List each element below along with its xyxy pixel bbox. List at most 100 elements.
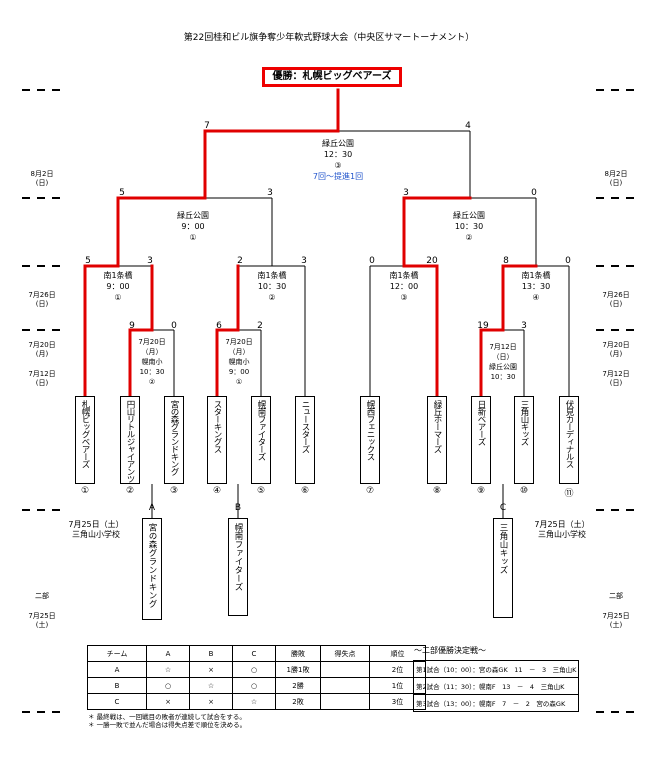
team-no-11: ⑪ [564,489,574,499]
day-label: (土) [609,621,623,629]
table-cell: 第3試合（13：00）：幌南F 7 － 2 宮の森GK [412,694,580,712]
div2-venue-left: 7月25日（土） 三角山小学校 [56,520,136,540]
semi-left-venue: 緑丘公園 [177,211,209,220]
r1c-info: 7月12日 （日） 緑丘公園 10：30 [481,342,525,382]
date-label: 7月20日 [28,341,56,349]
semi-right-no: ② [465,233,473,242]
qf1-venue: 南1条橋 [103,271,133,280]
r1c-day: （日） [492,353,514,361]
div2-date-right-side: 7月25日(土) [596,612,636,630]
team-no-1: ① [80,486,90,496]
date-label: 8月2日 [604,170,628,178]
div2-label-right: 二部 [609,592,623,600]
team-no-6: ⑥ [300,486,310,496]
date-label: 7月25日 [602,612,630,620]
th-a: A [146,645,190,662]
date-left-final: 8月2日(日) [22,170,62,188]
qf3-info: 南1条橋 12：00 ③ [378,270,430,303]
table-cell: C [87,693,147,710]
team-no-2: ② [125,486,135,496]
div2-place-right: 三角山小学校 [538,530,586,539]
team-no-4: ④ [212,486,222,496]
qf3-venue: 南1条橋 [389,271,419,280]
r1a-score-left: 9 [129,321,135,331]
qf4-score-right: 0 [565,256,571,266]
team-box-1: 札幌ビッグベアーズ [75,396,95,484]
r1a-venue: 幌南小 [141,358,163,366]
r1c-score-left: 19 [477,321,489,331]
final-score-right: 4 [465,121,471,131]
team-box-8: 緑丘ホーマーズ [427,396,447,484]
champion-box: 優勝：札幌ビッグベアーズ [262,67,402,87]
th-diff: 得失点 [320,645,370,662]
table-row: 第2試合（11：30）：幌南F 13 － 4 三角山K [412,677,580,695]
div2-label-left: 二部 [35,592,49,600]
th-team: チーム [87,645,147,662]
final-no: ③ [334,161,342,170]
div2-venue-right: 7月25日（土） 三角山小学校 [522,520,602,540]
page-title: 第22回桂和ビル旗争奪少年軟式野球大会（中央区サマートーナメント） [183,33,475,43]
r1c-score-right: 3 [521,321,527,331]
team-no-8: ⑧ [432,486,442,496]
qf1-score-right: 3 [147,256,153,266]
team-no-3: ③ [169,486,179,496]
div2-team-c: 三角山キッズ [493,518,513,618]
date-label: 7月25日 [28,612,56,620]
div2-label-a: A [148,503,156,513]
div2-label-b: B [234,503,242,513]
date-label: 7月12日 [28,370,56,378]
div2-label-c: C [499,503,507,513]
qf2-info: 南1条橋 10：30 ② [246,270,298,303]
team-no-5: ⑤ [256,486,266,496]
table-cell: 第2試合（11：30）：幌南F 13 － 4 三角山K [412,677,580,695]
team-box-10: 三角山キッズ [514,396,534,484]
date-label: 7月12日 [602,370,630,378]
table-cell: ○ [232,677,276,694]
date-left-r1a: 7月20日(月) [22,341,62,359]
semi-right-score-left: 3 [403,188,409,198]
r1a-score-right: 0 [171,321,177,331]
qf4-venue: 南1条橋 [521,271,551,280]
r1b-no: ① [235,378,243,386]
qf1-time: 9：00 [106,282,130,291]
r1b-venue: 幌南小 [228,358,250,366]
finals-table: 第1試合（10：00）：宮の森GK 11 － 3 三角山K 第2試合（11：30… [412,660,580,712]
day-label: (土) [35,621,49,629]
r1b-time: 9：00 [228,368,250,376]
qf1-score-left: 5 [85,256,91,266]
semi-left-time: 9：00 [181,222,205,231]
table-row: 第1試合（10：00）：宮の森GK 11 － 3 三角山K [412,660,580,678]
table-cell [320,677,370,694]
table-cell: A [87,661,147,678]
day-label: (日) [609,379,623,387]
table-cell: ☆ [232,693,276,710]
final-time: 12：30 [323,150,353,159]
table-row: B ○ ☆ ○ 2勝 1位 [87,677,426,694]
date-right-r1a: 7月20日(月) [596,341,636,359]
team-box-9: 日新ベアーズ [471,396,491,484]
qf2-score-left: 2 [237,256,243,266]
team-box-6: ニュースターズ [295,396,315,484]
th-record: 勝敗 [275,645,321,662]
team-box-11: 伏見カーディナルス [559,396,579,484]
r1b-score-left: 6 [216,321,222,331]
table-row: C × × ☆ 2敗 3位 [87,693,426,710]
qf3-time: 12：00 [389,282,419,291]
r1a-no: ② [148,378,156,386]
div2-place-left: 三角山小学校 [72,530,120,539]
date-right-r1b: 7月12日(日) [596,370,636,388]
day-label: (日) [609,179,623,187]
day-label: (日) [35,179,49,187]
semi-right-info: 緑丘公園 10：30 ② [436,210,502,243]
qf2-venue: 南1条橋 [257,271,287,280]
final-note: 7回～提進1回 [312,172,364,181]
semi-left-no: ① [189,233,197,242]
div2-date-left: 7月25日（土） [68,520,124,529]
div2-team-a: 宮の森グランドキング [142,518,162,620]
note-1: ＊ 最終戦は、一回戦目の敗者が連続して試合をする。 [88,713,246,721]
finals-title: ～二部優勝決定戦～ [414,646,486,655]
r1c-time: 10：30 [490,373,516,381]
final-score-left: 7 [204,121,210,131]
date-right-final: 8月2日(日) [596,170,636,188]
